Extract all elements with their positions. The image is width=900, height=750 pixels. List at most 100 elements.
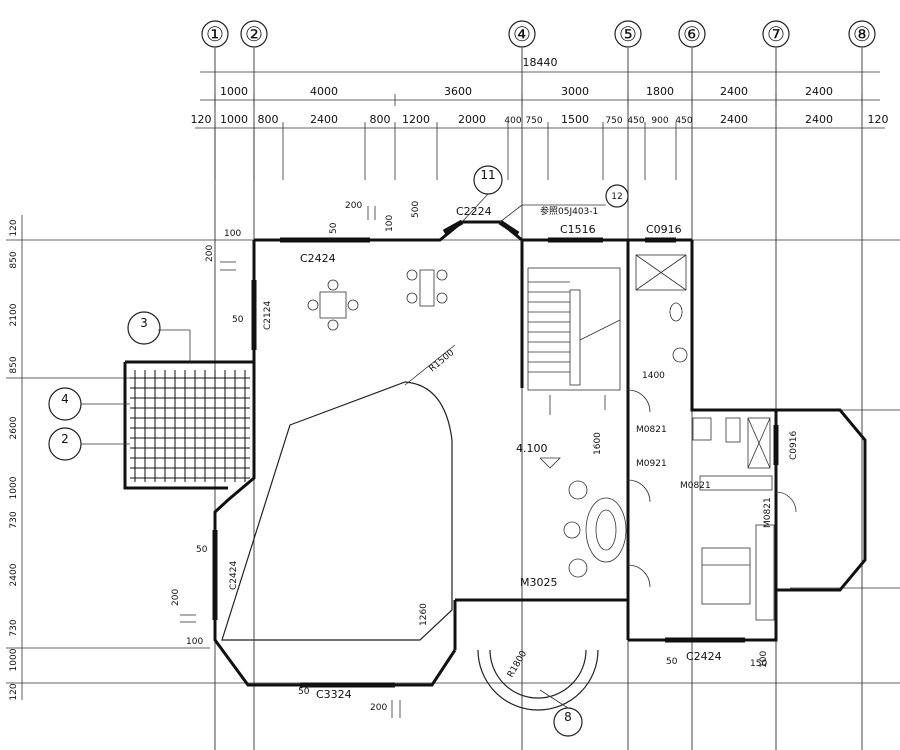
axis-label-5: ⑤ <box>619 22 637 46</box>
dim-50-left: 50 <box>232 315 244 325</box>
axis-label-8: ⑧ <box>853 22 871 46</box>
window-c2424-top: C2424 <box>300 252 336 265</box>
dim-row1-6: 2400 <box>805 85 833 98</box>
window-c2424-left: C2424 <box>229 561 239 590</box>
callout-3: 3 <box>140 316 148 330</box>
dim-row2-15: 2400 <box>805 113 833 126</box>
dim-row2-11: 450 <box>627 116 644 126</box>
dim-1600: 1600 <box>593 432 603 455</box>
dim-50-a: 50 <box>329 222 339 234</box>
dim-200-top: 200 <box>345 201 362 211</box>
callout-12: 12 <box>611 192 622 202</box>
dim-row2-0: 120 <box>191 113 212 126</box>
dim-r1800: R1800 <box>506 649 529 679</box>
living-void-outline <box>221 381 453 641</box>
axis-label-2: ② <box>245 22 263 46</box>
dim-row2-5: 1200 <box>402 113 430 126</box>
dim-row2-14: 2400 <box>720 113 748 126</box>
dim-left-8: 730 <box>9 619 19 636</box>
dim-left-4: 2600 <box>9 416 19 439</box>
dim-row2-6: 2000 <box>458 113 486 126</box>
door-m3025: M3025 <box>520 576 558 589</box>
balcony-hatch <box>130 370 250 482</box>
dim-r1500: R1500 <box>428 348 457 375</box>
dim-left-2: 2100 <box>9 303 19 326</box>
dim-1260: 1260 <box>419 603 429 626</box>
dim-row1-2: 3600 <box>444 85 472 98</box>
dim-row2-16: 120 <box>868 113 889 126</box>
door-m0921: M0921 <box>636 459 667 469</box>
dim-200-left: 200 <box>205 245 215 262</box>
callout-2: 2 <box>61 432 69 446</box>
stair <box>527 267 621 415</box>
axis-bubbles: ① ② ④ ⑤ ⑥ ⑦ ⑧ <box>201 20 876 48</box>
dim-left-6: 730 <box>9 511 19 528</box>
dim-left-10: 120 <box>9 683 19 700</box>
furniture <box>307 254 797 711</box>
door-m0821-b: M0821 <box>680 481 711 491</box>
dim-row2-4: 800 <box>370 113 391 126</box>
dim-row1-4: 1800 <box>646 85 674 98</box>
dim-left-9: 1000 <box>9 648 19 671</box>
dim-1400: 1400 <box>642 371 665 381</box>
dim-left-0: 120 <box>9 219 19 236</box>
axis-label-6: ⑥ <box>683 22 701 46</box>
axis-grid-lines <box>214 48 863 750</box>
dim-50-left2: 50 <box>196 545 208 555</box>
walls <box>123 220 867 687</box>
dim-200-low: 200 <box>171 589 181 606</box>
dim-row1-0: 1000 <box>220 85 248 98</box>
dim-row2-1: 1000 <box>220 113 248 126</box>
axis-label-7: ⑦ <box>767 22 785 46</box>
dim-row1-5: 2400 <box>720 85 748 98</box>
dim-row2-2: 800 <box>258 113 279 126</box>
total-width-dim: 18440 <box>523 56 558 69</box>
window-c2124: C2124 <box>263 301 273 330</box>
dim-row2-8: 750 <box>525 116 542 126</box>
dim-100-low: 100 <box>186 637 203 647</box>
callout-4: 4 <box>61 392 69 406</box>
window-c1516: C1516 <box>560 223 596 236</box>
window-c0916-top: C0916 <box>646 223 682 236</box>
misc-dimensions: 200 100 500 50 100 200 50 50 200 100 R15… <box>171 201 769 718</box>
window-c3324: C3324 <box>316 688 352 701</box>
axis-label-1: ① <box>206 22 224 46</box>
callout-11: 11 <box>480 168 495 182</box>
door-m0821-c: M0821 <box>763 497 773 528</box>
dim-500-a: 500 <box>411 201 421 218</box>
left-dimension-chain: 120 850 2100 850 2600 1000 730 2400 730 … <box>6 215 75 701</box>
dim-left-7: 2400 <box>9 563 19 586</box>
dim-row2-9: 1500 <box>561 113 589 126</box>
dim-row2-3: 2400 <box>310 113 338 126</box>
window-c2224: C2224 <box>456 205 492 218</box>
ref-code: 参照05J403-1 <box>540 205 598 217</box>
dim-left-3: 850 <box>9 356 19 373</box>
window-labels: C2424 C2124 C2224 C1516 C0916 C0916 C242… <box>229 205 799 701</box>
dim-100-a: 100 <box>385 215 395 232</box>
dim-150: 150 <box>750 659 767 669</box>
dim-50-bot: 50 <box>666 657 678 667</box>
axis-label-4: ④ <box>513 22 531 46</box>
window-bars <box>212 219 779 688</box>
top-dimension-chains: 18440 1000 4000 3600 3000 1800 2400 2400… <box>191 56 889 180</box>
dim-left-1: 850 <box>9 251 19 268</box>
door-labels: M0821 M0921 M0821 M0821 M3025 <box>520 425 773 589</box>
dim-row2-13: 450 <box>675 116 692 126</box>
section-callouts: 11 3 4 2 8 12 <box>48 165 629 737</box>
dim-row2-7: 400 <box>504 116 521 126</box>
door-m0821-a: M0821 <box>636 425 667 435</box>
dim-100-right: 100 <box>759 651 769 668</box>
window-c0916-right: C0916 <box>789 431 799 460</box>
dim-row1-3: 3000 <box>561 85 589 98</box>
dim-100-b: 100 <box>224 229 241 239</box>
window-c2424-bottom: C2424 <box>686 650 722 663</box>
dim-row1-1: 4000 <box>310 85 338 98</box>
callout-8: 8 <box>564 710 572 724</box>
dim-200-bot: 200 <box>370 703 387 713</box>
dim-row2-10: 750 <box>605 116 622 126</box>
dim-left-5: 1000 <box>9 476 19 499</box>
level-4100: 4.100 <box>516 442 548 455</box>
dim-50-bot2: 50 <box>298 687 310 697</box>
dim-row2-12: 900 <box>651 116 668 126</box>
